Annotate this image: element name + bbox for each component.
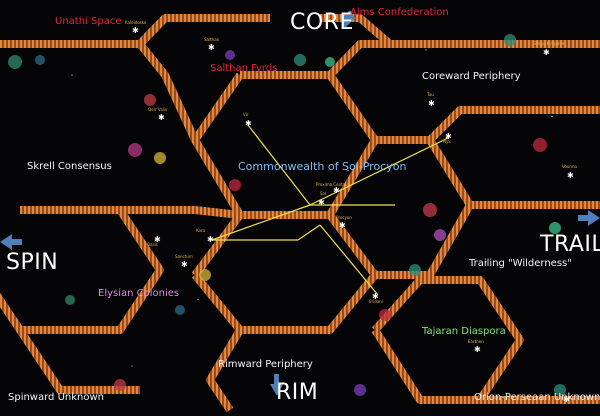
system-label: Vir	[243, 112, 249, 117]
star-icon[interactable]: ✱	[428, 99, 435, 108]
lane-bottom-middle	[206, 327, 244, 413]
system-label: Kaleidosko	[125, 20, 147, 25]
right-arrow-icon	[578, 210, 600, 226]
hex-lower-middle	[191, 211, 379, 334]
system-label: Earthen	[468, 339, 484, 344]
system-label: Qerr'Valis	[148, 107, 168, 112]
region-alms-confederation: Alms Confederation	[350, 7, 449, 18]
sol-star-icon[interactable]: ✱	[318, 198, 325, 207]
star-icon[interactable]: ✱	[245, 119, 252, 128]
down-arrow-icon	[270, 374, 283, 396]
lane-bottom-left	[16, 327, 140, 394]
direction-trail: TRAIL	[540, 232, 600, 257]
region-orion-persean-unknown: Orion-Perseaan Unknown	[474, 392, 600, 403]
lane-top-right	[320, 14, 600, 48]
star-icon[interactable]: ✱	[207, 235, 214, 244]
region-elysian-colonies: Elysian Colonies	[98, 288, 180, 299]
star-icon[interactable]: ✱	[372, 292, 379, 301]
system-label: Vounna	[562, 164, 577, 169]
system-label: Salthan	[204, 37, 220, 42]
lane-upper-right	[327, 40, 390, 78]
star-icon[interactable]: ✱	[474, 345, 481, 354]
star-icon[interactable]: ✱	[563, 395, 570, 404]
system-label: Sanctum	[175, 254, 193, 259]
star-icon[interactable]: ✱	[333, 186, 340, 195]
region-trailing-wilderness: Trailing "Wilderness"	[469, 258, 572, 269]
hex-left	[0, 206, 164, 334]
star-icon[interactable]: ✱	[445, 132, 452, 141]
region-salthan-fyrds: Salthan Fyrds	[210, 63, 278, 74]
system-label: Eridani	[369, 299, 383, 304]
direction-rim: RIM	[276, 380, 319, 405]
direction-spin: SPIN	[6, 250, 59, 275]
lane-right-upper	[427, 106, 600, 143]
system-label: Tau	[427, 92, 434, 97]
region-coreward-periphery: Coreward Periphery	[422, 71, 521, 82]
region-tajaran-diaspora: Tajaran Diaspora	[422, 326, 506, 337]
sol-links	[211, 124, 449, 296]
direction-core: CORE	[290, 10, 354, 35]
system-label: Proxima Centauri	[316, 182, 351, 187]
system-label: Procyon	[336, 215, 352, 220]
region-skrell-consensus: Skrell Consensus	[27, 161, 112, 172]
left-arrow-icon	[0, 234, 22, 250]
region-unathi-space: Unathi Space	[55, 16, 122, 27]
system-label: Nyx	[443, 139, 451, 144]
star-icon[interactable]: ✱	[543, 48, 550, 57]
region-spinward-unknown: Spinward Unknown	[8, 392, 105, 403]
star-icon[interactable]: ✱	[132, 26, 139, 35]
system-label: Oasis	[147, 242, 158, 247]
lane-upper-left	[136, 15, 199, 142]
system-label: Kara	[196, 228, 206, 233]
system-label: Shigo-Kingome	[534, 41, 565, 46]
star-icon[interactable]: ✱	[567, 171, 574, 180]
region-rimward-periphery: Rimward Periphery	[218, 359, 313, 370]
region-sol-procyon: Commonwealth of Sol-Procyon	[238, 160, 407, 173]
system-label: Sol	[320, 191, 327, 196]
lane-left-link	[120, 206, 241, 219]
star-icon[interactable]: ✱	[181, 260, 188, 269]
star-icon[interactable]: ✱	[158, 113, 165, 122]
hex-central	[191, 71, 379, 219]
up-arrow-icon	[340, 10, 355, 28]
star-icon[interactable]: ✱	[339, 221, 346, 230]
hex-lower-right	[371, 276, 524, 404]
star-icon[interactable]: ✱	[154, 235, 161, 244]
star-icon[interactable]: ✱	[208, 43, 215, 52]
